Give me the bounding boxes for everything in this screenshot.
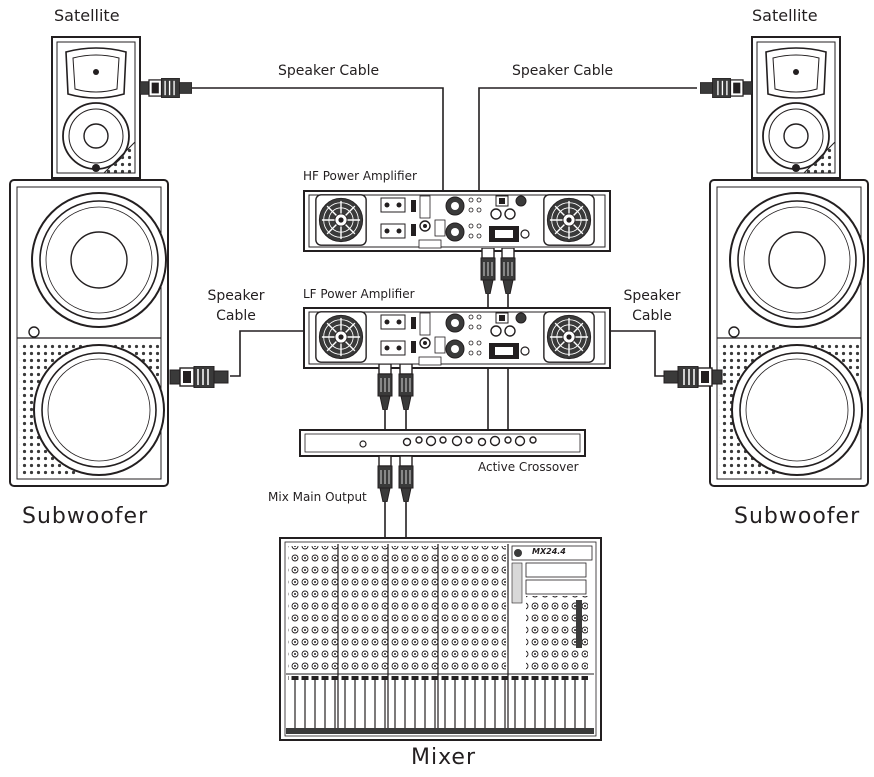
mixer-model-label: MX24.4: [532, 547, 566, 556]
speakon-connector-icon: [700, 78, 752, 98]
speaker-cable-top-left-label: Speaker Cable: [278, 63, 380, 79]
xlr-connector-icon: [377, 456, 393, 502]
mixer-console: [279, 537, 602, 741]
subwoofer-speaker-right: [709, 179, 869, 487]
mix-main-output-label: Mix Main Output: [268, 490, 367, 504]
speakon-connector-icon: [169, 366, 229, 388]
speaker-cable-right-label-line2: Cable: [632, 308, 672, 324]
cable-hf-right: [478, 87, 697, 196]
lf-power-amplifier: [304, 308, 610, 368]
satellite-left-label: Satellite: [54, 6, 120, 25]
mixer-label: Mixer: [411, 745, 477, 770]
hf-power-amplifier-label: HF Power Amplifier: [303, 169, 417, 183]
xlr-connector-icon: [500, 248, 516, 294]
cable-hf-left: [190, 87, 444, 196]
subwoofer-speaker-left: [9, 179, 169, 487]
speakon-connector-icon: [140, 78, 192, 98]
speaker-cable-left-label-line1: Speaker: [207, 288, 265, 304]
lf-power-amplifier-label: LF Power Amplifier: [303, 287, 415, 301]
xlr-connector-icon: [377, 364, 393, 410]
speaker-cable-right-label-line1: Speaker: [623, 288, 681, 304]
active-crossover-label: Active Crossover: [478, 460, 579, 474]
xlr-connector-icon: [480, 248, 496, 294]
cable-lf-right: [611, 330, 667, 377]
xlr-connector-icon: [398, 456, 414, 502]
xlr-connector-icon: [398, 364, 414, 410]
subwoofer-right-label: Subwoofer: [734, 504, 861, 529]
satellite-speaker-left: [51, 36, 141, 179]
satellite-speaker-right: [751, 36, 841, 179]
hf-power-amplifier: [304, 191, 610, 251]
satellite-right-label: Satellite: [752, 6, 818, 25]
speaker-cable-left-label-line2: Cable: [216, 308, 256, 324]
subwoofer-left-label: Subwoofer: [22, 504, 149, 529]
speaker-cable-top-right-label: Speaker Cable: [512, 63, 614, 79]
active-crossover-unit: [299, 429, 586, 457]
cable-lf-left: [230, 330, 303, 377]
